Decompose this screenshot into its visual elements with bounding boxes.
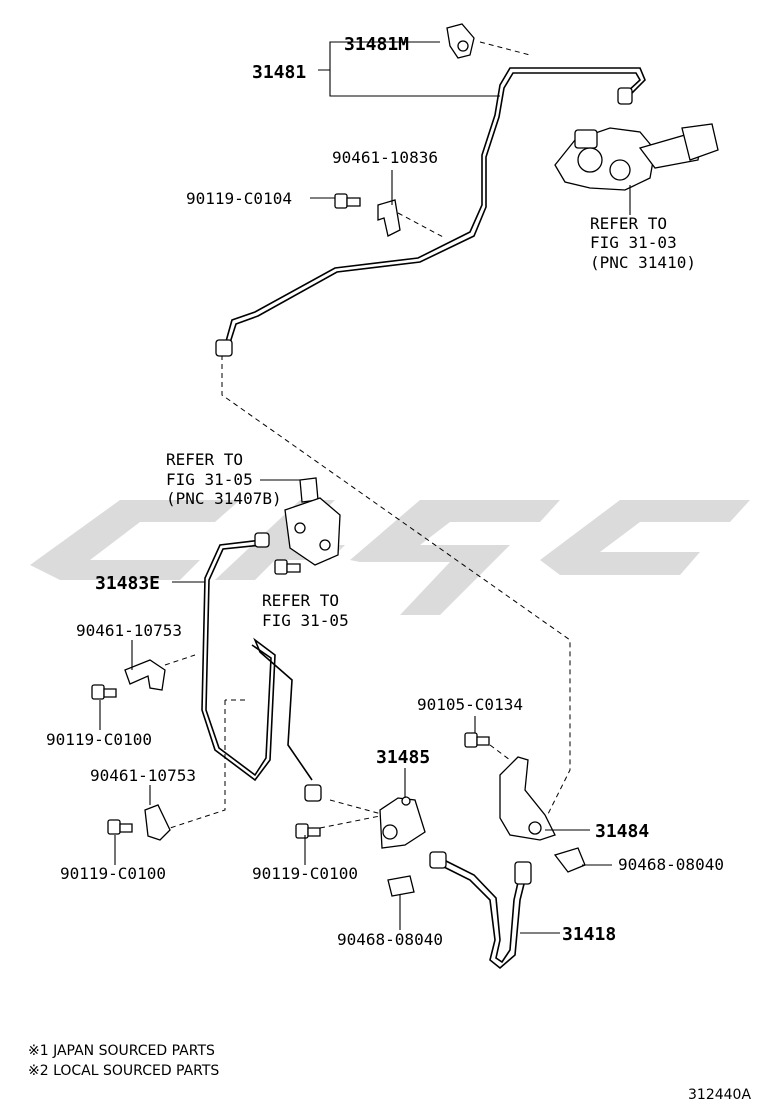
bolt-90105-c0134-icon [464, 732, 490, 748]
label-leaders [99, 41, 612, 934]
bracket-31485-icon [379, 796, 426, 849]
hose-31418 [429, 851, 532, 970]
label-90468-08040-left: 90468-08040 [337, 930, 443, 949]
dashed-leaders [164, 41, 571, 829]
master-cylinder-icon [554, 123, 719, 215]
label-refer-31-05a-line2: FIG 31-05 [166, 470, 253, 489]
flare-nut-31483e-bottom [304, 784, 322, 802]
clip-31481m-icon [446, 23, 475, 59]
bolt-90119-c0100-lower-icon [107, 819, 133, 835]
label-31483e: 31483E [95, 573, 160, 594]
note-japan-sourced: ※1 JAPAN SOURCED PARTS [28, 1043, 215, 1059]
bracket-31484-icon [499, 756, 556, 841]
flare-nut-31483e-top [254, 532, 270, 548]
label-refer-31-03-line3: (PNC 31410) [590, 253, 696, 272]
label-90119-c0100-lower: 90119-C0100 [60, 864, 166, 883]
label-90461-10753-lower: 90461-10753 [90, 766, 196, 785]
label-90461-10836: 90461-10836 [332, 148, 438, 167]
label-31481m: 31481M [344, 34, 409, 55]
label-refer-31-05a-line3: (PNC 31407B) [166, 489, 282, 508]
watermark-logo [30, 500, 750, 615]
label-refer-31-05b-line1: REFER TO [262, 591, 339, 610]
union-block-icon [274, 477, 341, 575]
flare-nut-upper-right [617, 87, 633, 105]
pipe-31483e [201, 532, 322, 802]
label-31481: 31481 [252, 62, 306, 83]
label-refer-31-03-line2: FIG 31-03 [590, 233, 677, 252]
bolt-90119-c0100-mid-icon [295, 823, 321, 839]
bracket-90461-10836-icon [377, 199, 401, 237]
note-local-sourced: ※2 LOCAL SOURCED PARTS [28, 1063, 219, 1079]
figure-id: 312440A [688, 1087, 751, 1103]
label-90468-08040-right: 90468-08040 [618, 855, 724, 874]
pipe-31481 [215, 67, 646, 357]
bolt-90119-c0104-icon [334, 193, 361, 209]
bracket-90461-10753-lower-icon [144, 804, 171, 841]
hose-fitting-right [514, 861, 532, 885]
label-refer-31-05b-line2: FIG 31-05 [262, 611, 349, 630]
label-90105-c0134: 90105-C0134 [417, 695, 523, 714]
bolt-90119-c0100-upper-icon [91, 684, 117, 700]
clip-90468-08040-left-icon [387, 875, 415, 897]
label-31485: 31485 [376, 747, 430, 768]
label-31484: 31484 [595, 821, 649, 842]
bracket-90461-10753-upper-icon [124, 659, 166, 691]
label-refer-31-03-line1: REFER TO [590, 214, 667, 233]
label-31418: 31418 [562, 924, 616, 945]
label-90119-c0100-upper: 90119-C0100 [46, 730, 152, 749]
label-90119-c0100-mid: 90119-C0100 [252, 864, 358, 883]
hose-fitting-left [429, 851, 447, 869]
clip-90468-08040-right-icon [553, 847, 586, 873]
label-refer-31-05a-line1: REFER TO [166, 450, 243, 469]
flare-nut-upper-left [215, 339, 233, 357]
label-90119-c0104: 90119-C0104 [186, 189, 292, 208]
label-90461-10753-upper: 90461-10753 [76, 621, 182, 640]
